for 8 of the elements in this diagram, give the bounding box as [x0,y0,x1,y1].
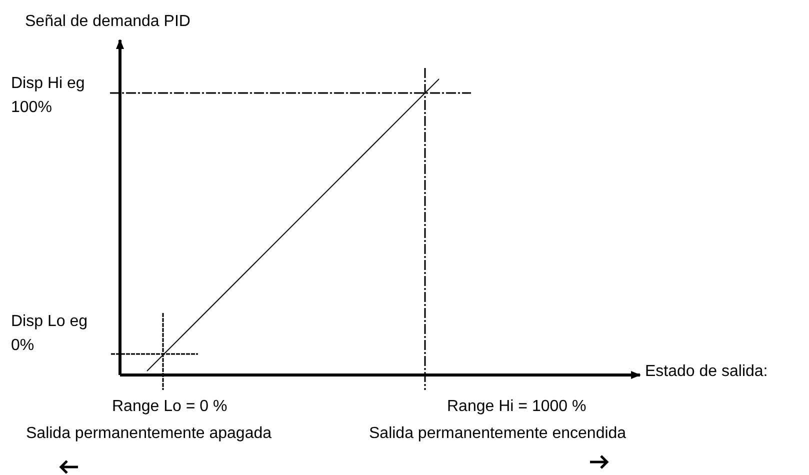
caption-text: Salida permanentemente apagada [26,424,272,444]
axis-label: Disp Lo eg 0% [11,312,88,356]
axis-label: Disp Hi eg 100% [11,74,86,118]
axis-label: Range Lo = 0 % [112,397,228,417]
axis-title: Estado de salida: [645,362,768,382]
axis-title: Señal de demanda PID [25,12,190,32]
axis-label: Range Hi = 1000 % [447,397,586,417]
caption-text: Salida permanentemente encendida [369,424,626,444]
